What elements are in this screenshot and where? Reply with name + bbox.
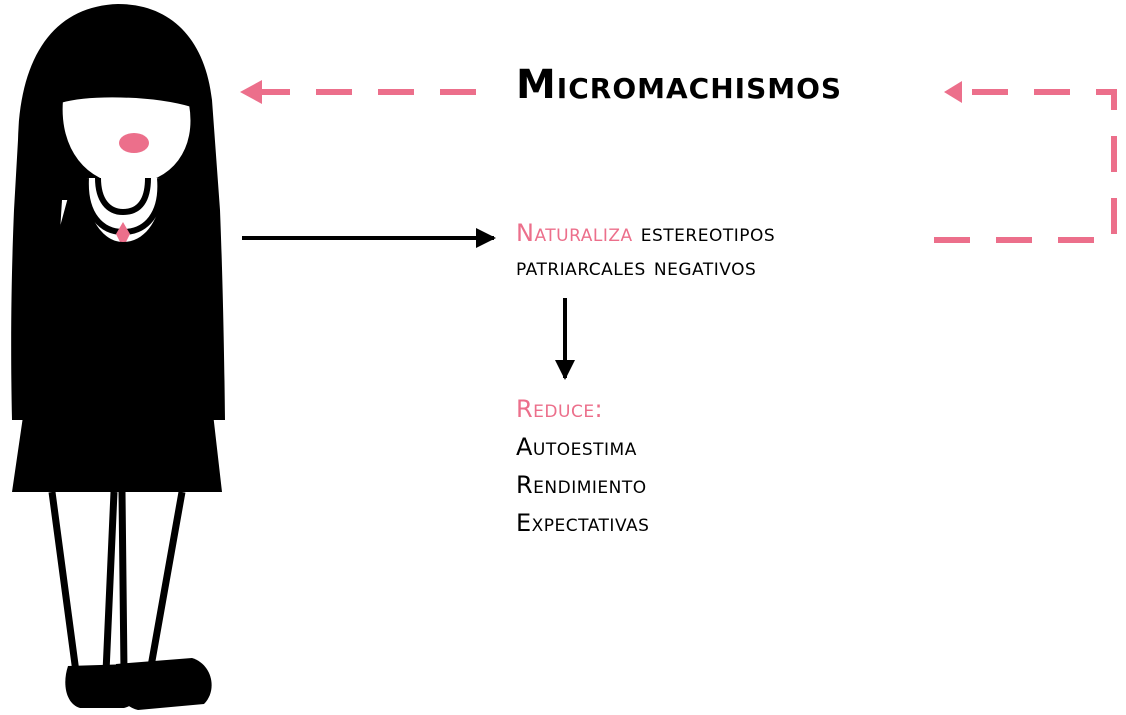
- effect-line-1: Naturaliza estereotipos: [516, 216, 775, 250]
- right-leg-shape: [118, 491, 186, 676]
- tie-shape: [116, 222, 130, 242]
- reduce-item-expectativas: Expectativas: [516, 509, 650, 537]
- necklace-shape: [95, 177, 151, 216]
- reduce-block: Reduce: Autoestima Rendimiento Expectati…: [516, 390, 649, 542]
- right-shoe-shape: [114, 658, 212, 710]
- reduce-item-rendimiento: Rendimiento: [516, 471, 647, 499]
- effect-rest: estereotipos: [640, 219, 776, 247]
- right-arm-shape: [179, 195, 223, 400]
- diagram-title: Micromachismos: [516, 62, 843, 108]
- mouth-shape: [119, 133, 149, 153]
- effect-line-2: patriarcales negativos: [516, 253, 757, 281]
- left-leg-shape: [48, 491, 118, 676]
- reduce-heading: Reduce:: [516, 395, 604, 423]
- girl-figure-icon: [11, 4, 226, 710]
- dashed-arrow-to-figure: [240, 80, 476, 104]
- reduce-item-autoestima: Autoestima: [516, 433, 637, 461]
- left-arm-shape: [14, 197, 62, 400]
- dress-shape: [12, 190, 222, 492]
- dashed-feedback-loop: [934, 81, 1117, 243]
- effect-text: Naturaliza estereotipos patriarcales neg…: [516, 216, 775, 284]
- effect-highlight: Naturaliza: [516, 219, 633, 247]
